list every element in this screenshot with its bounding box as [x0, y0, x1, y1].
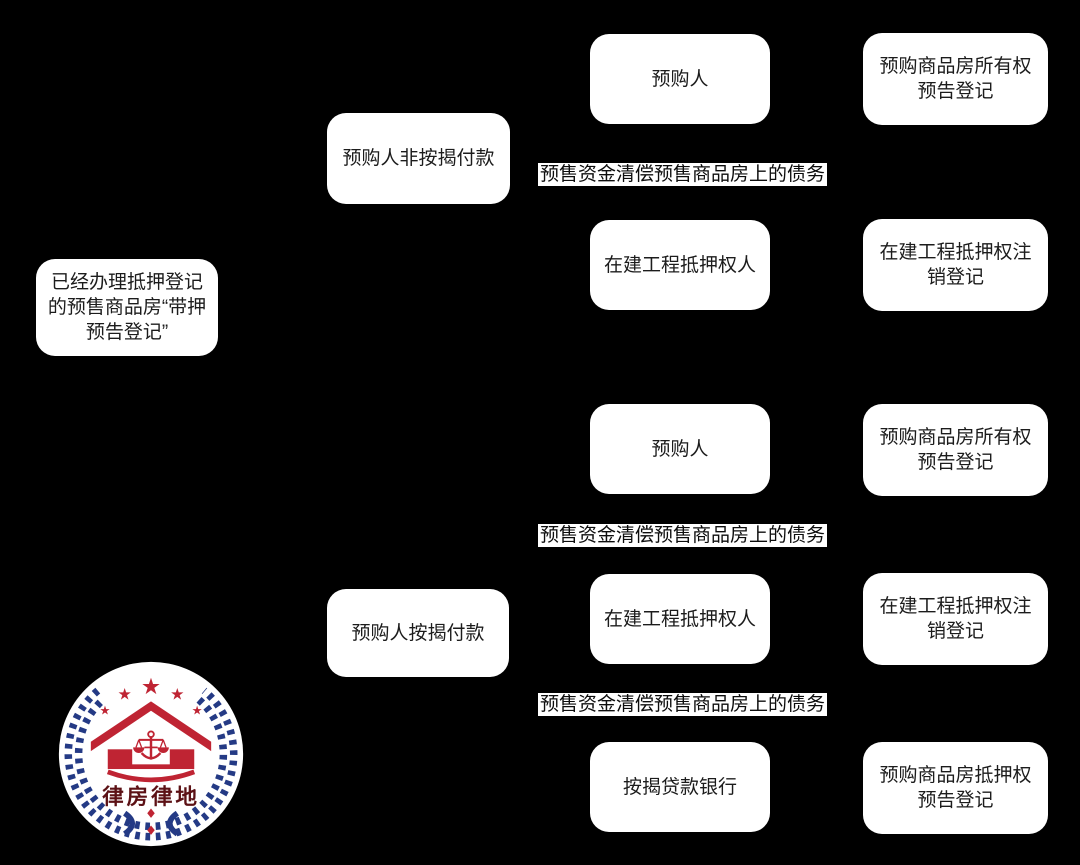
svg-text:★: ★: [99, 704, 110, 718]
branch-node-non-mortgage: 预购人非按揭付款: [327, 113, 510, 204]
root-node: 已经办理抵押登记的预售商品房“带押预告登记”: [36, 259, 218, 356]
edge-label-debt-repayment-3: 预售资金清偿预售商品房上的债务: [538, 693, 828, 716]
svg-text:★: ★: [170, 684, 184, 703]
registration-node-mortgage-notice: 预购商品房抵押权预告登记: [863, 742, 1048, 834]
subject-node-prebuyer-2: 预购人: [590, 404, 770, 494]
subject-node-mortgagee-1: 在建工程抵押权人: [590, 220, 770, 310]
stars-icon: ★ ★ ★ ★ ★: [99, 674, 202, 718]
registration-node-cancel-2: 在建工程抵押权注销登记: [863, 573, 1048, 665]
edge-label-debt-repayment-2: 预售资金清偿预售商品房上的债务: [538, 524, 828, 547]
laurel-wreath-icon: [64, 687, 238, 841]
registration-node-ownership-notice-2: 预购商品房所有权预告登记: [863, 404, 1048, 496]
subject-node-mortgagee-2: 在建工程抵押权人: [590, 574, 770, 664]
registration-node-ownership-notice-1: 预购商品房所有权预告登记: [863, 33, 1048, 125]
svg-text:★: ★: [141, 674, 161, 700]
scales-anchor-icon: [133, 730, 169, 760]
branch-node-mortgage: 预购人按揭付款: [327, 589, 509, 677]
brand-logo: ★ ★ ★ ★ ★ 律房律地: [58, 661, 244, 847]
subject-node-prebuyer-1: 预购人: [590, 34, 770, 124]
house-icon: [90, 701, 212, 770]
logo-wordmark: 律房律地: [102, 784, 200, 809]
registration-node-cancel-1: 在建工程抵押权注销登记: [863, 219, 1048, 311]
svg-text:★: ★: [118, 684, 132, 703]
logo-arc: [106, 769, 196, 783]
edge-label-debt-repayment-1: 预售资金清偿预售商品房上的债务: [538, 163, 828, 186]
subject-node-mortgage-bank: 按揭贷款银行: [590, 742, 770, 832]
svg-text:★: ★: [192, 704, 203, 718]
